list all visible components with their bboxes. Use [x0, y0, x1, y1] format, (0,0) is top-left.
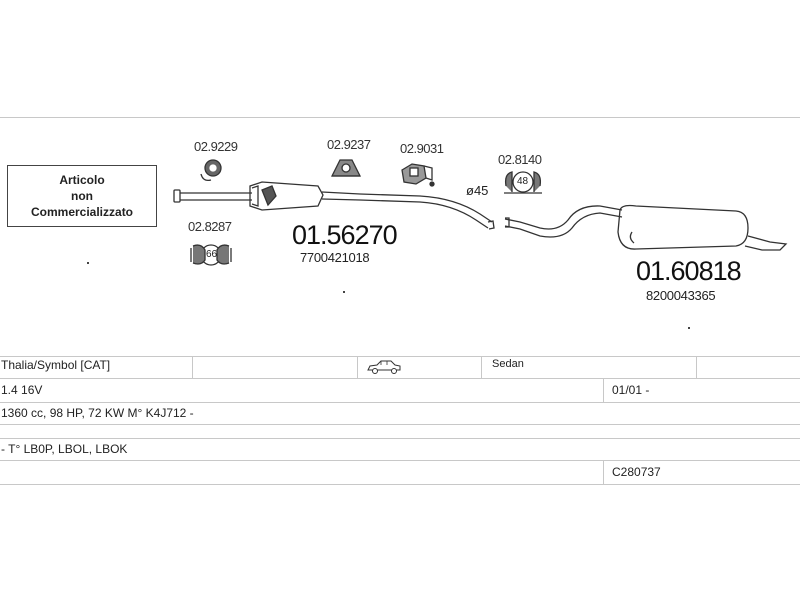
- table-col-border: [603, 460, 604, 484]
- bracket-02-9031-icon[interactable]: [401, 163, 435, 187]
- part-code-clamp-2[interactable]: 02.8140: [498, 152, 542, 167]
- clamp-02-9229-icon[interactable]: [200, 159, 222, 182]
- part-code-gasket[interactable]: 02.8287: [188, 219, 232, 234]
- table-row-border: [0, 378, 800, 379]
- part-code-hanger[interactable]: 02.9237: [327, 137, 371, 152]
- table-row-border: [0, 356, 800, 357]
- pipe-diameter-label: ø45: [466, 183, 489, 198]
- front-silencer-drawing[interactable]: [249, 181, 324, 211]
- sedan-car-icon: [367, 360, 401, 374]
- front-pipe-oem-code: 7700421018: [300, 250, 370, 265]
- marker-dot: [343, 291, 345, 293]
- front-pipe-part-code[interactable]: 01.56270: [292, 220, 398, 250]
- rear-silencer-oem-code: 8200043365: [646, 288, 716, 303]
- diagram-top-border: [0, 117, 800, 118]
- table-row-border: [0, 402, 800, 403]
- catalog-reference: C280737: [612, 465, 661, 479]
- table-row-border: [0, 484, 800, 485]
- vehicle-production-date: 01/01 -: [612, 383, 650, 397]
- front-pipe-drawing[interactable]: [321, 191, 495, 230]
- notice-line-3: Commercializzato: [30, 205, 134, 219]
- table-col-border: [603, 378, 604, 402]
- table-col-border: [192, 356, 193, 378]
- vehicle-type-codes: - T° LB0P, LBOL, LBOK: [1, 442, 128, 456]
- table-row-border: [0, 460, 800, 461]
- vehicle-engine-spec: 1360 cc, 98 HP, 72 KW M° K4J712 -: [1, 406, 194, 420]
- table-col-border: [696, 356, 697, 378]
- part-code-bracket[interactable]: 02.9031: [400, 141, 444, 156]
- notice-line-2: non: [71, 189, 93, 203]
- gasket-02-8287-icon[interactable]: [190, 244, 232, 266]
- vehicle-model: Thalia/Symbol [CAT]: [1, 358, 111, 372]
- inlet-flange[interactable]: [173, 189, 252, 203]
- table-col-border: [481, 356, 482, 378]
- clamp-diameter-badge: 48: [517, 176, 529, 187]
- hanger-02-9237-icon[interactable]: [330, 159, 362, 177]
- clamp-02-8140-icon[interactable]: [504, 171, 542, 194]
- marker-dot: [688, 327, 690, 329]
- marker-dot: [87, 262, 89, 264]
- notice-line-1: Articolo: [59, 173, 105, 187]
- table-row-border: [0, 424, 800, 425]
- table-col-border: [357, 356, 358, 378]
- not-commercialized-notice: Articolo non Commercializzato: [7, 165, 157, 227]
- gasket-diameter-badge: 66: [206, 249, 218, 260]
- table-row-border: [0, 438, 800, 439]
- vehicle-engine: 1.4 16V: [1, 383, 43, 397]
- part-code-clamp-1[interactable]: 02.9229: [194, 139, 238, 154]
- rear-silencer-drawing[interactable]: [504, 204, 788, 251]
- vehicle-body-type: Sedan: [492, 358, 524, 370]
- exhaust-diagram: [173, 159, 788, 266]
- rear-silencer-part-code[interactable]: 01.60818: [636, 256, 742, 286]
